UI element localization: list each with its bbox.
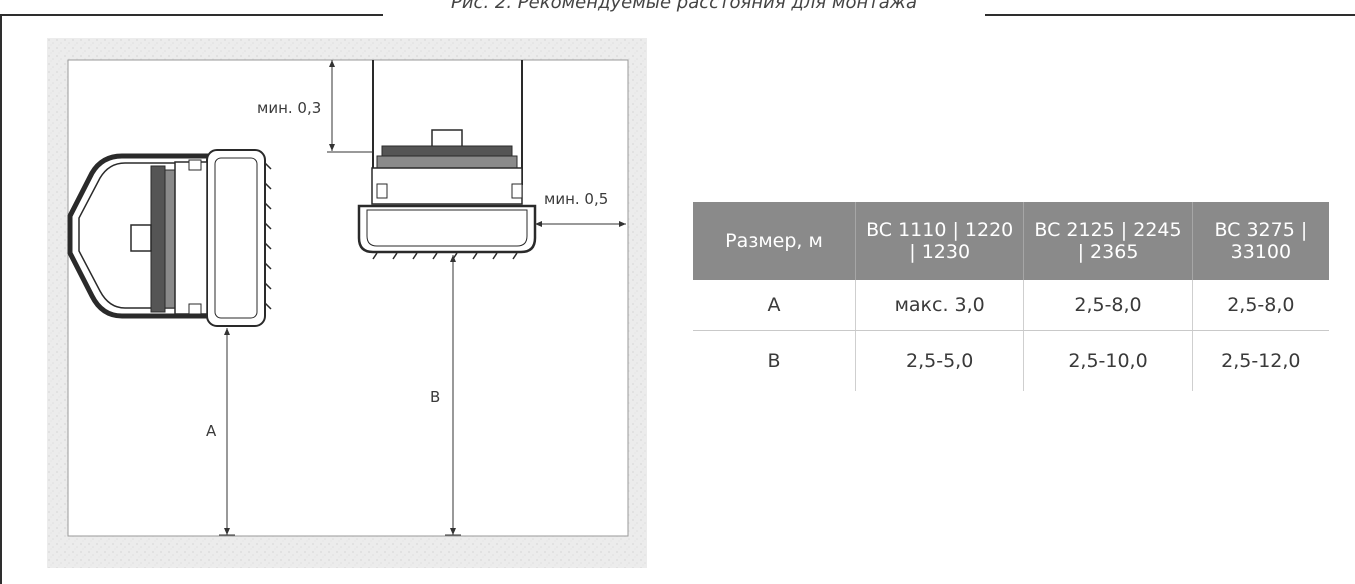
row-b-bc1110: 2,5-5,0	[854, 330, 1024, 391]
row-a-bc2125: 2,5-8,0	[1023, 280, 1193, 331]
frame-left-line	[0, 14, 2, 584]
row-b-label: B	[767, 350, 781, 372]
row-a-label: A	[693, 280, 856, 331]
wall-mounted-heater	[67, 149, 272, 327]
frame-top-right-line	[985, 14, 1355, 16]
min-side-distance-label: мин. 0,5	[544, 190, 609, 208]
table-row: A макс. 3,0 2,5-8,0 2,5-8,0	[693, 280, 1329, 331]
figure-caption: Рис. 2. Рекомендуемые расстояния для мон…	[451, 0, 917, 13]
dimension-a-label: A	[206, 422, 217, 440]
header-bc3275: BC 3275 | 33100	[1191, 202, 1329, 280]
row-a-bc3275: 2,5-8,0	[1191, 280, 1329, 331]
ceiling-mounted-heater	[357, 60, 537, 260]
mounting-diagram-drawing	[47, 38, 647, 568]
dimension-lines	[219, 60, 626, 536]
min-top-distance-label: мин. 0,3	[257, 99, 322, 117]
table-row: B 2,5-5,0 2,5-10,0 2,5-12,0	[693, 330, 1329, 391]
row-a-bc1110: макс. 3,0	[854, 280, 1024, 331]
row-b-bc2125: 2,5-10,0	[1023, 330, 1193, 391]
frame-top-left-line	[0, 14, 383, 16]
header-bc2125: BC 2125 | 2245 | 2365	[1023, 202, 1193, 280]
header-bc1110: BC 1110 | 1220 | 1230	[854, 202, 1024, 280]
row-b-bc3275: 2,5-12,0	[1191, 330, 1329, 391]
dimension-b-label: B	[430, 388, 441, 406]
table-header-row: Размер, м BC 1110 | 1220 | 1230 BC 2125 …	[693, 202, 1329, 280]
header-size: Размер, м	[693, 202, 856, 280]
distance-table: Размер, м BC 1110 | 1220 | 1230 BC 2125 …	[693, 202, 1329, 391]
mounting-diagram: мин. 0,3 мин. 0,5 A B	[47, 38, 647, 568]
